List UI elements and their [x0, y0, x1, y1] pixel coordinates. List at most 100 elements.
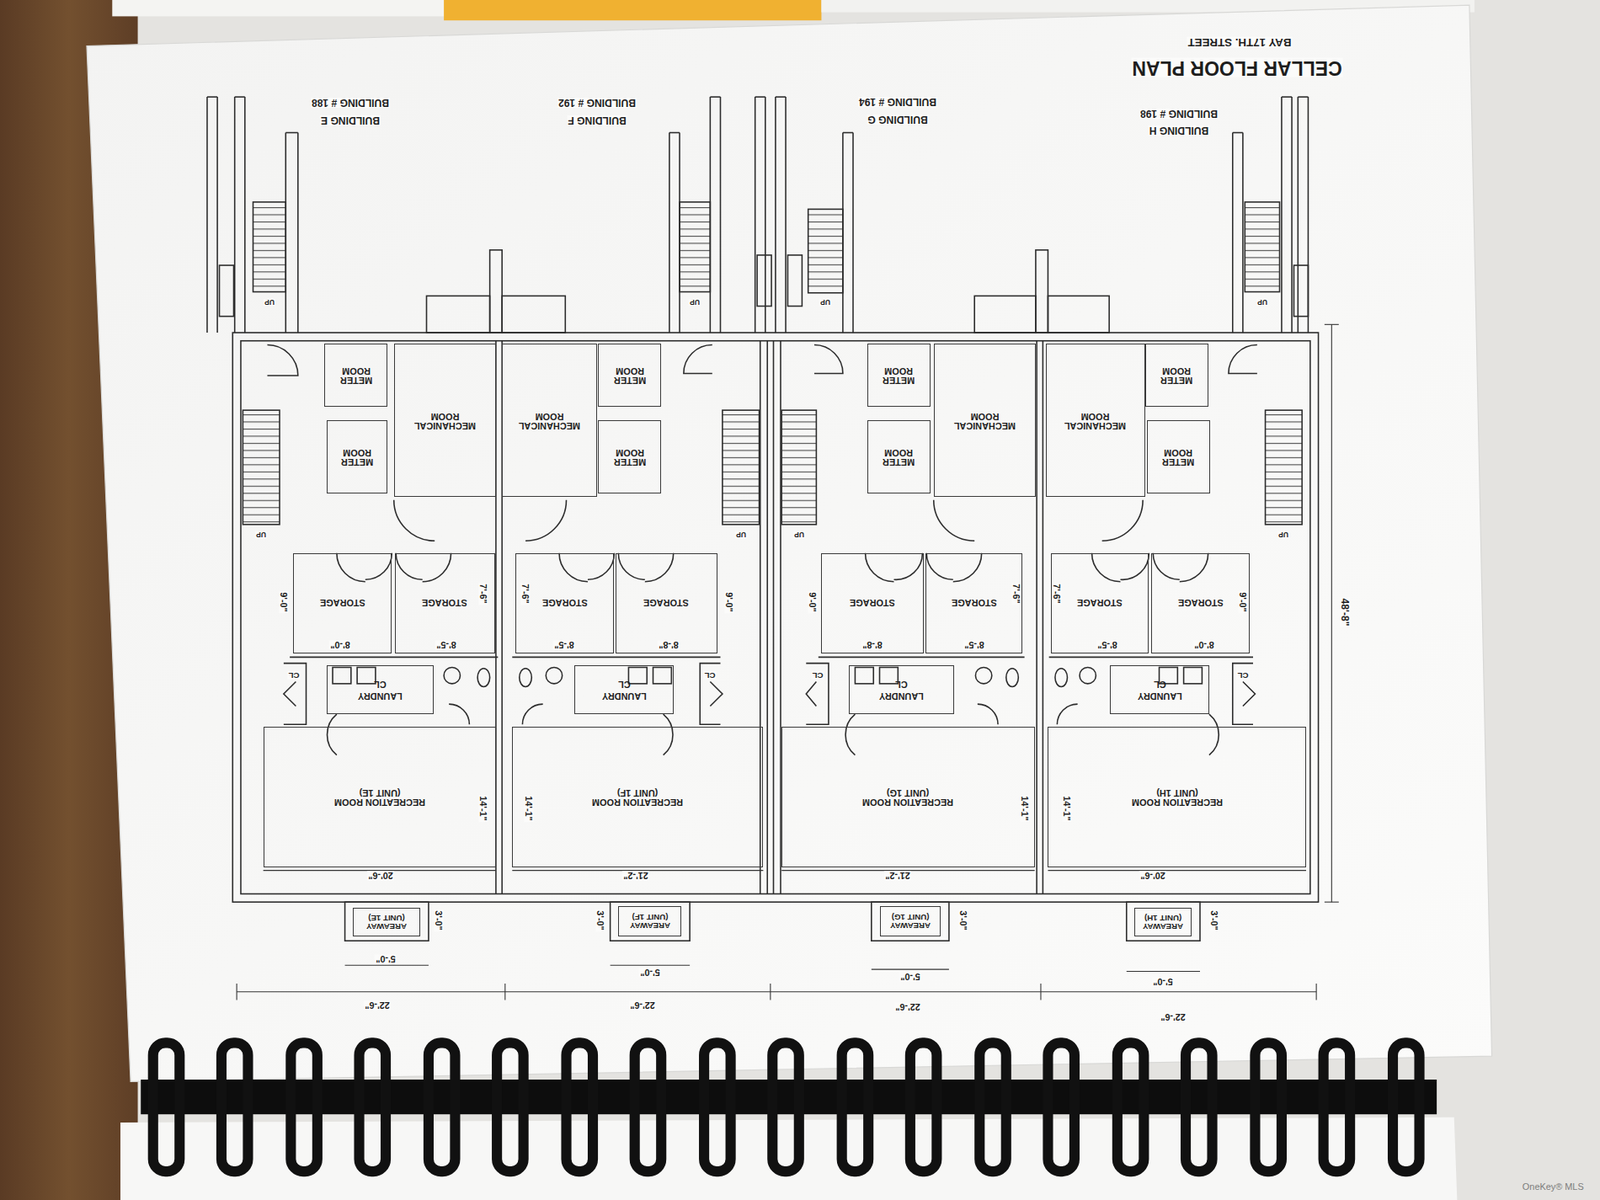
- room-name: STORAGE: [320, 597, 366, 608]
- room-name: (UNIT 1H): [1144, 913, 1182, 923]
- dimension-label: 8'-5": [435, 640, 458, 650]
- room-name: (UNIT 1E): [368, 913, 406, 923]
- room-label-group: AREAWAY(UNIT 1F): [629, 912, 671, 930]
- room-name: AREAWAY: [629, 921, 671, 930]
- plan-title: CELLAR FLOOR PLAN: [1130, 57, 1343, 77]
- meter-room: METER ROOM: [597, 343, 662, 407]
- room-name: (UNIT 1G): [886, 787, 929, 797]
- dimension-label: 8'-8": [657, 640, 680, 650]
- meter-room: METER ROOM: [1146, 420, 1211, 494]
- room-name: AREAWAY: [890, 921, 931, 930]
- room-name: MECHANICAL ROOM: [954, 410, 1016, 431]
- dimension-label: 48'-8": [1339, 597, 1350, 628]
- room-label-group: METER ROOM: [613, 447, 646, 467]
- dimension-label: 7'-6": [479, 582, 489, 605]
- storage-room: STORAGE: [615, 553, 718, 654]
- building-label: BUILDING # 194: [858, 96, 938, 107]
- room-name: STORAGE: [643, 597, 689, 608]
- closet-label: CL: [704, 671, 717, 680]
- room-name: METER ROOM: [341, 447, 374, 467]
- meter-room: METER ROOM: [326, 420, 389, 494]
- mechanical-room: MECHANICAL ROOM: [1045, 343, 1146, 497]
- dimension-label: 21'-2": [622, 870, 650, 880]
- room-label-group: LAUNDRY CL: [1137, 678, 1183, 701]
- room-name: METER ROOM: [340, 365, 373, 385]
- dimension-label: 22'-6": [1160, 1013, 1188, 1023]
- room-label-group: RECREATION ROOM(UNIT 1E): [334, 787, 426, 807]
- storage-room: STORAGE: [925, 553, 1023, 654]
- recreation-room: RECREATION ROOM(UNIT 1G): [781, 726, 1035, 868]
- dimension-label: 20'-6": [367, 870, 395, 880]
- room-name: STORAGE: [421, 597, 468, 608]
- room-name: AREAWAY: [1142, 922, 1184, 931]
- dimension-label: 22'-6": [364, 1000, 392, 1010]
- room-label-group: MECHANICAL ROOM: [1064, 410, 1126, 431]
- room-name: METER ROOM: [882, 365, 915, 385]
- room-label-group: METER ROOM: [882, 447, 915, 467]
- dimension-label: 14'-1": [1062, 794, 1072, 822]
- room-label-group: AREAWAY(UNIT 1E): [366, 913, 407, 931]
- room-name: CL: [895, 678, 908, 688]
- room-label-group: MECHANICAL ROOM: [414, 410, 476, 431]
- building-label: BUILDING E: [320, 115, 381, 126]
- room-name: (UNIT 1F): [631, 912, 668, 922]
- room-name: MECHANICAL ROOM: [518, 410, 581, 431]
- room-label-group: RECREATION ROOM(UNIT 1F): [592, 787, 683, 807]
- building-label: BUILDING # 198: [1138, 107, 1218, 118]
- dimension-label: 22'-6": [895, 1002, 923, 1013]
- meter-room: METER ROOM: [1145, 343, 1209, 407]
- room-name: MECHANICAL ROOM: [414, 410, 476, 431]
- room-name: (UNIT 1H): [1156, 787, 1199, 797]
- room-name: (UNIT 1F): [617, 787, 658, 797]
- room-name: STORAGE: [1077, 597, 1123, 608]
- recreation-room: RECREATION ROOM(UNIT 1F): [512, 726, 763, 868]
- dimension-label: 20'-6": [1139, 870, 1167, 880]
- room-name: METER ROOM: [613, 447, 646, 467]
- room-name: (UNIT 1G): [891, 912, 930, 922]
- room-name: LAUNDRY: [1137, 691, 1183, 701]
- dimension-label: 8'-5": [1096, 640, 1119, 650]
- building-label: BUILDING # 192: [557, 97, 637, 108]
- dimension-label: 21'-2": [885, 870, 912, 880]
- dimension-label: 9'-0": [1237, 591, 1248, 614]
- mechanical-room: MECHANICAL ROOM: [501, 343, 598, 497]
- dimension-label: 14'-1": [1019, 794, 1030, 822]
- stair-label: UP: [688, 298, 701, 305]
- laundry-room: LAUNDRY CL: [574, 665, 674, 715]
- room-label-group: AREAWAY(UNIT 1H): [1142, 913, 1184, 931]
- storage-room: STORAGE: [1050, 553, 1149, 654]
- room-name: LAUNDRY: [357, 691, 403, 701]
- dimension-label: 3'-0": [1210, 909, 1220, 932]
- room-name: LAUNDRY: [879, 691, 924, 701]
- dimension-label: 9'-0": [807, 591, 817, 614]
- stair-label: UP: [819, 298, 832, 305]
- closet-label: CL: [288, 671, 301, 680]
- street-name: BAY 17TH. STREET: [1187, 36, 1293, 48]
- meter-room: METER ROOM: [597, 420, 662, 494]
- mechanical-room: MECHANICAL ROOM: [933, 343, 1036, 497]
- dimension-label: 8'-8": [861, 640, 884, 650]
- stair-label: UP: [255, 531, 267, 539]
- room-name: LAUNDRY: [602, 691, 647, 701]
- room-label-group: STORAGE: [542, 597, 588, 608]
- building-label: BUILDING # 188: [310, 97, 390, 108]
- stair-label: UP: [793, 531, 806, 539]
- dimension-label: 8'-5": [553, 640, 576, 650]
- dimension-label: 5'-0": [899, 971, 922, 982]
- room-label-group: STORAGE: [951, 597, 998, 608]
- room-label-group: METER ROOM: [340, 365, 373, 385]
- stair-label: UP: [1256, 298, 1269, 305]
- room-name: STORAGE: [1178, 597, 1224, 608]
- building-label: BUILDING F: [566, 115, 627, 126]
- dimension-label: 5'-0": [374, 954, 397, 965]
- room-label-group: METER ROOM: [613, 365, 646, 385]
- room-label-group: STORAGE: [1178, 597, 1224, 608]
- room-name: CL: [1153, 678, 1167, 688]
- stair-label: UP: [1277, 531, 1290, 539]
- laundry-room: LAUNDRY CL: [848, 665, 955, 715]
- room-label-group: STORAGE: [1077, 597, 1123, 608]
- dimension-label: 3'-0": [958, 909, 968, 932]
- dimension-label: 3'-0": [434, 909, 444, 932]
- room-name: CL: [618, 678, 631, 688]
- dimension-label: 5'-0": [1152, 976, 1175, 987]
